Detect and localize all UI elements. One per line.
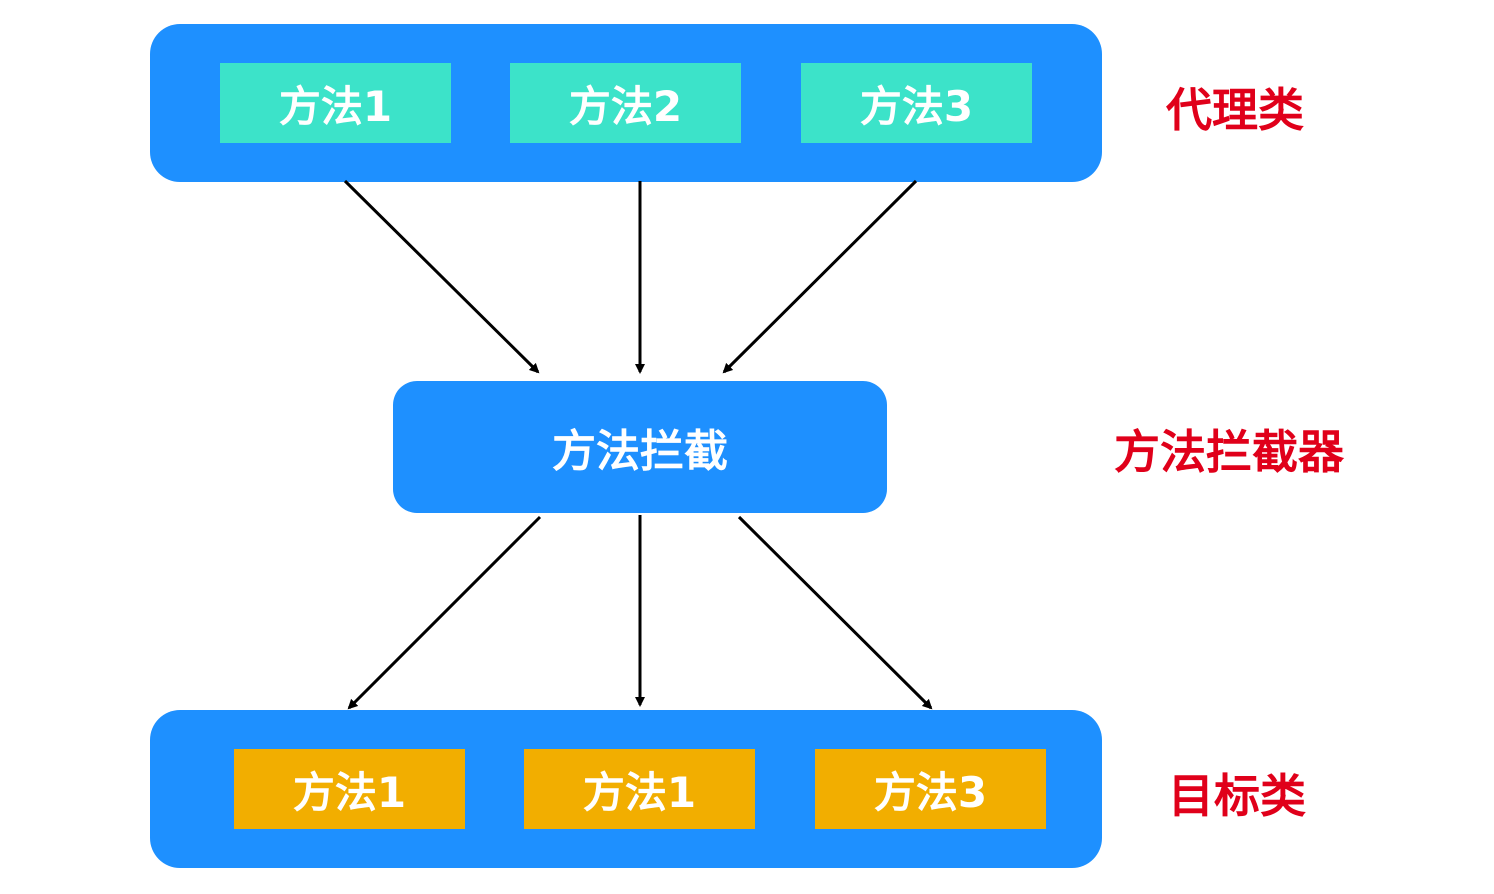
target-method-3: 方法3: [815, 749, 1046, 829]
target-method-1-label: 方法1: [292, 767, 407, 817]
target-method-3-label: 方法3: [873, 767, 988, 817]
proxy-method-2-label: 方法2: [568, 81, 683, 131]
proxy-method-3: 方法3: [801, 63, 1032, 143]
proxy-method-2: 方法2: [510, 63, 741, 143]
method-interceptor-box: 方法拦截: [393, 381, 887, 513]
target-method-2-label: 方法1: [582, 767, 697, 817]
method-interceptor-label: 方法拦截器: [1114, 425, 1344, 479]
target-method-2: 方法1: [524, 749, 755, 829]
target-class-label: 目标类: [1168, 769, 1306, 823]
arrow-interceptor-to-target-method-3: [737, 515, 933, 710]
proxy-method-1: 方法1: [220, 63, 451, 143]
proxy-method-1-label: 方法1: [278, 81, 393, 131]
proxy-class-label: 代理类: [1166, 83, 1304, 137]
arrow-interceptor-to-target-method-1: [347, 515, 542, 710]
arrow-proxy-method-1-to-interceptor: [343, 179, 540, 374]
arrow-proxy-method-3-to-interceptor: [722, 179, 918, 374]
target-method-1: 方法1: [234, 749, 465, 829]
proxy-method-3-label: 方法3: [859, 81, 974, 131]
method-interceptor-box-label: 方法拦截: [552, 426, 728, 477]
